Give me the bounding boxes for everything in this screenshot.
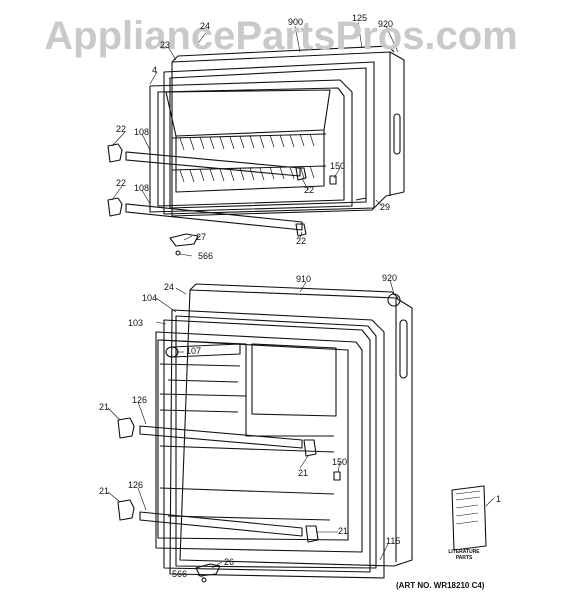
callout-21-d: 21 <box>338 526 349 536</box>
callout-21-a: 21 <box>99 402 110 412</box>
callout-566-top: 566 <box>198 251 214 261</box>
callout-125: 125 <box>352 13 368 23</box>
callout-22-b: 22 <box>304 185 315 195</box>
literature-booklet <box>451 485 487 551</box>
freezer-door-assembly <box>107 45 405 256</box>
fresh-food-door-assembly <box>117 283 413 583</box>
callout-26: 26 <box>224 557 235 567</box>
callout-920-top: 920 <box>378 19 394 29</box>
callout-1: 1 <box>496 494 502 504</box>
callout-24-bot: 24 <box>164 282 175 292</box>
callout-126-b: 126 <box>128 480 144 490</box>
callout-21-b: 21 <box>298 468 309 478</box>
callout-150-top: 150 <box>330 161 346 171</box>
callout-150-bot: 150 <box>332 457 348 467</box>
callout-22-a: 22 <box>116 124 127 134</box>
callout-22-c: 22 <box>116 178 127 188</box>
callout-115: 115 <box>386 536 401 546</box>
callout-920-bot: 920 <box>382 273 398 283</box>
callout-21-c: 21 <box>99 486 110 496</box>
callout-126-a: 126 <box>132 395 148 405</box>
callout-23: 23 <box>160 40 171 50</box>
callout-22-d: 22 <box>296 236 307 246</box>
callout-566-bot: 566 <box>172 569 188 579</box>
callout-4: 4 <box>152 65 158 75</box>
callout-104: 104 <box>142 293 158 303</box>
callout-108-b: 108 <box>134 183 150 193</box>
callout-27: 27 <box>196 232 207 242</box>
callout-107: 107 <box>186 346 202 356</box>
callout-900: 900 <box>288 17 304 27</box>
callout-910: 910 <box>296 274 312 284</box>
leader-lines <box>107 21 495 579</box>
literature-label: LITERATURE PARTS <box>448 549 480 561</box>
art-number: (ART NO. WR18210 C4) <box>396 581 485 590</box>
callout-29: 29 <box>380 202 391 212</box>
callout-24-top: 24 <box>200 21 211 31</box>
callout-108-a: 108 <box>134 127 150 137</box>
callout-103: 103 <box>128 318 144 328</box>
